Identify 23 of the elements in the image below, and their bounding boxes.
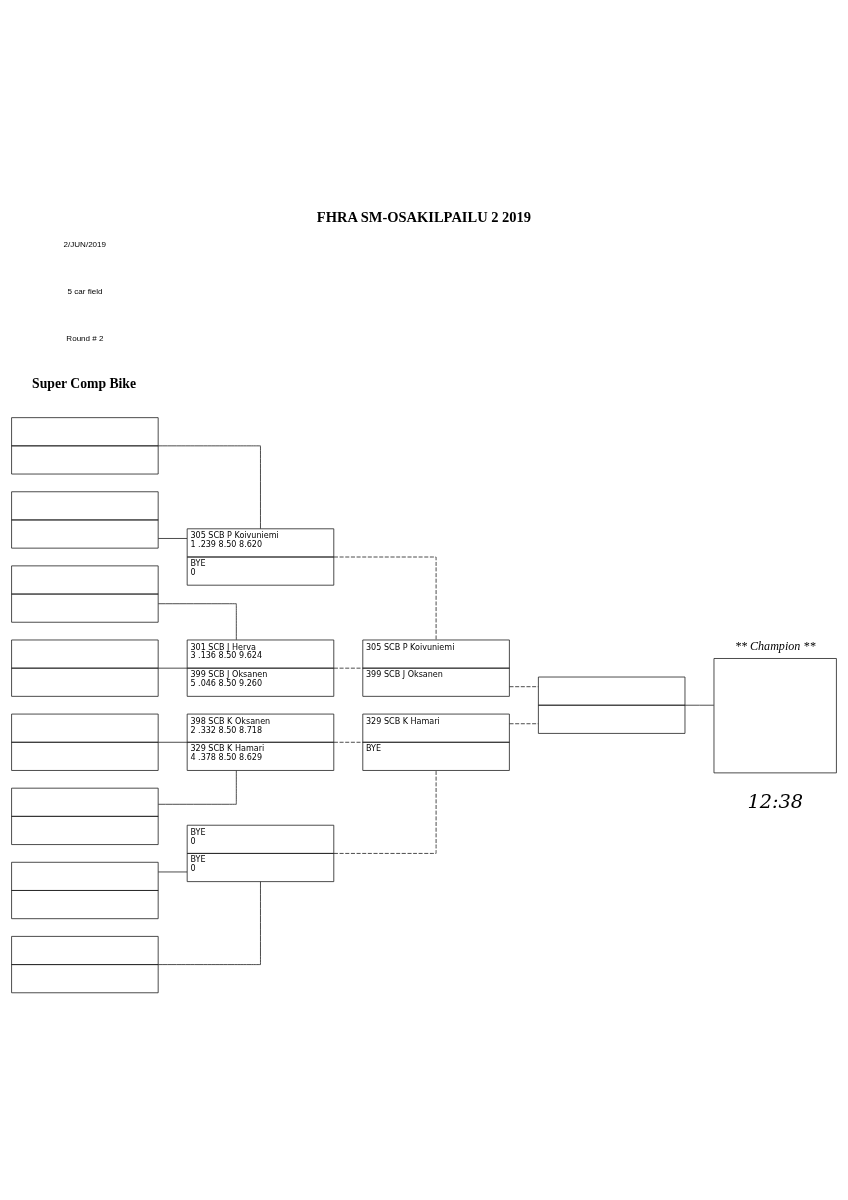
connector [333, 667, 364, 669]
label: 2/JUN/2019 [63, 239, 107, 249]
label: 5 car field [67, 286, 103, 296]
node-label: ** Champion ** [734, 638, 816, 653]
connector [157, 667, 188, 669]
connector [333, 769, 437, 854]
connector [158, 769, 237, 805]
connector [157, 741, 188, 743]
connector [333, 741, 364, 743]
connector [157, 880, 261, 965]
connector [157, 871, 188, 872]
connector [333, 556, 437, 640]
label: Round # 2 [66, 333, 104, 343]
connector [509, 685, 539, 687]
diagram-title: FHRA SM-OSAKILPAILU 2 2019 [316, 208, 532, 225]
connector [157, 444, 261, 529]
connector [158, 602, 237, 640]
connector [157, 537, 188, 539]
connector [684, 704, 715, 706]
node-box [713, 657, 837, 773]
label: 12:38 [747, 789, 804, 813]
label: Super Comp Bike [32, 375, 137, 391]
connector [509, 722, 539, 724]
